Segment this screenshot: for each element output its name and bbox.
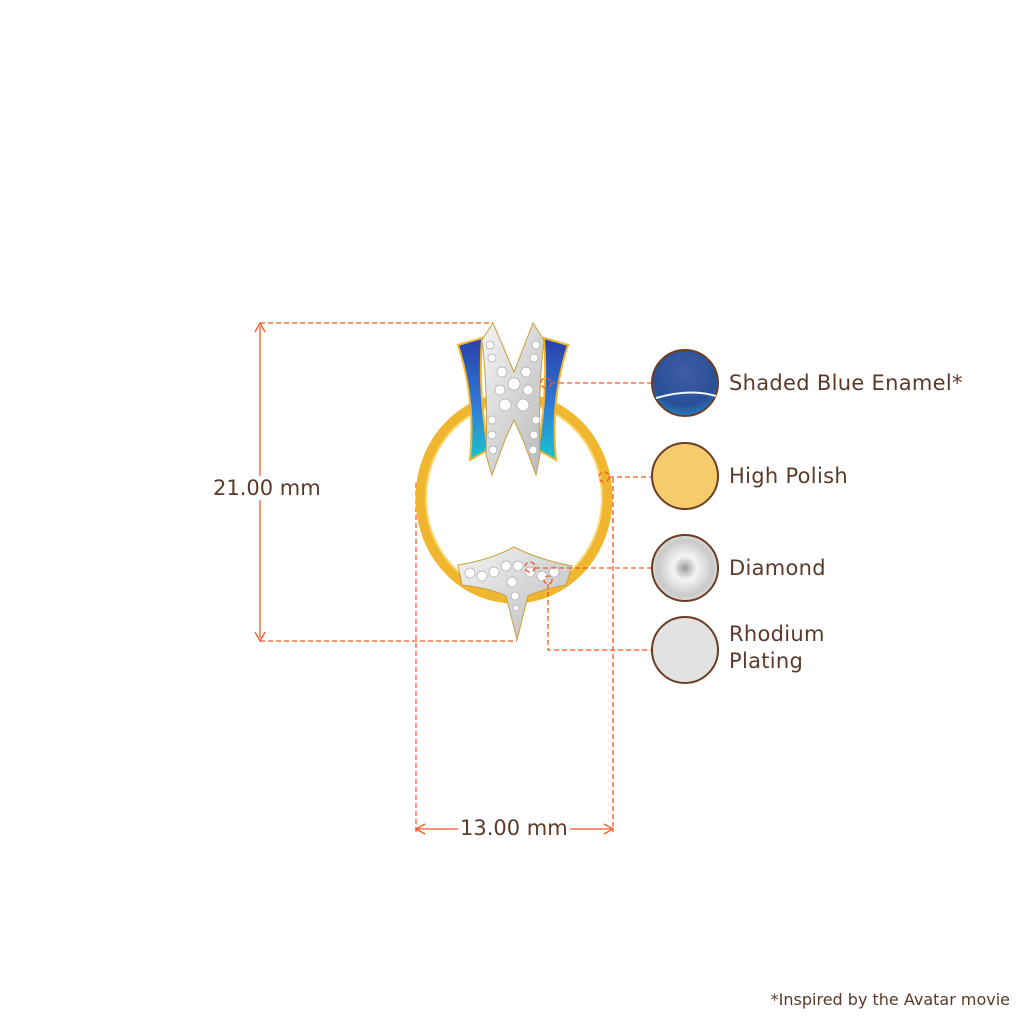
- material-swatches: [651, 349, 719, 684]
- earring-illustration: [415, 321, 613, 641]
- height-label: 21.00 mm: [211, 476, 323, 500]
- material-label-rhodium: Rhodium Plating: [729, 622, 825, 673]
- swatch-rhodium: [651, 616, 719, 684]
- width-dimension: [414, 478, 615, 835]
- material-label-diamond: Diamond: [729, 556, 826, 580]
- rhodium-marker: [543, 575, 553, 585]
- material-label-high-polish: High Polish: [729, 464, 848, 488]
- swatch-diamond: [651, 534, 719, 602]
- width-label: 13.00 mm: [458, 816, 570, 840]
- leader-lines: [524, 377, 651, 651]
- material-label-enamel: Shaded Blue Enamel*: [729, 371, 963, 395]
- swatch-enamel: [651, 349, 719, 417]
- swatch-high-polish: [651, 442, 719, 510]
- diamond-marker: [524, 561, 536, 573]
- footnote: *Inspired by the Avatar movie: [770, 990, 1010, 1009]
